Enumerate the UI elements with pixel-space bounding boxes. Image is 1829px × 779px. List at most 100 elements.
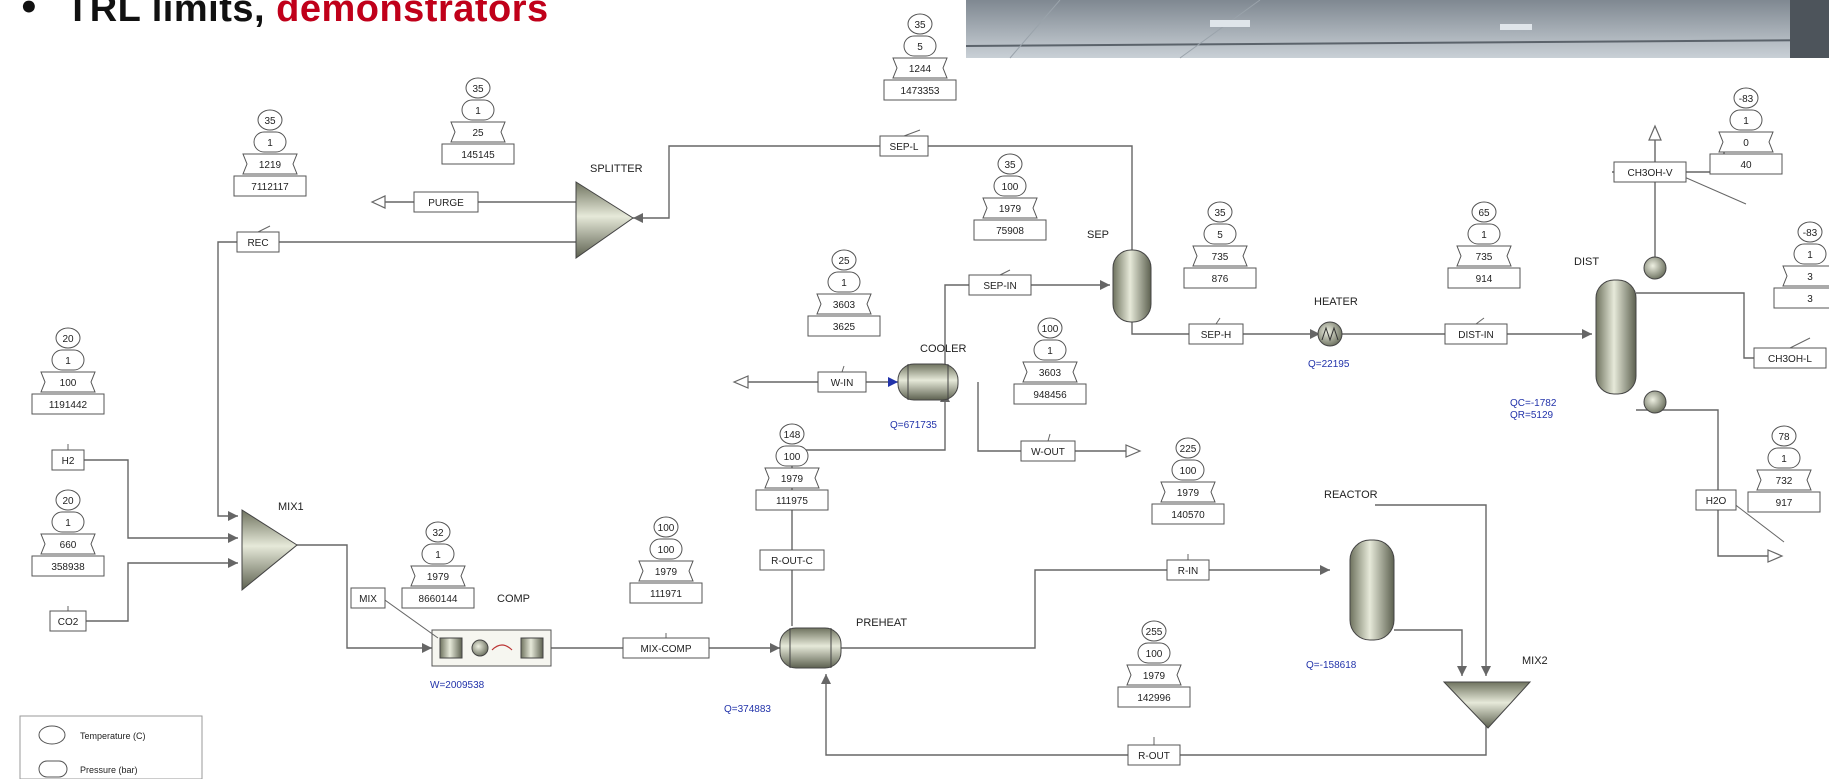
- stream-flow: 100: [60, 378, 77, 389]
- stream-pressure: 1: [65, 356, 71, 367]
- stream-data-r-out: 255 100 1979 142996: [1118, 621, 1190, 707]
- stream-enthalpy: 914: [1476, 274, 1493, 285]
- stream-flow: 3603: [833, 300, 856, 311]
- legend-pressure: Pressure (bar): [80, 765, 138, 775]
- stream-label-text: REC: [247, 238, 268, 249]
- stream-label-text: PURGE: [428, 198, 464, 209]
- stream-label-mix-comp: MIX-COMP: [623, 638, 709, 658]
- stream-pressure: 1: [841, 278, 847, 289]
- stream-label-text: W-IN: [831, 378, 854, 389]
- stream-label-h2: H2: [52, 450, 84, 470]
- stream-pressure: 100: [1180, 466, 1197, 477]
- stream-data-purge: 35125145145: [442, 78, 514, 164]
- stream-data-h2o: 781732917: [1748, 426, 1820, 512]
- stream-enthalpy: 111971: [650, 589, 682, 600]
- stream-flow: 1979: [1177, 488, 1200, 499]
- preheat-label: PREHEAT: [856, 617, 907, 629]
- stream-pressure: 5: [1217, 230, 1223, 241]
- dist-label: DIST: [1574, 256, 1599, 268]
- sep-block: SEP: [1087, 229, 1151, 322]
- stream-label-text: MIX-COMP: [640, 644, 691, 655]
- legend-temperature: Temperature (C): [80, 731, 146, 741]
- stream-enthalpy: 1191442: [49, 400, 88, 411]
- heater-duty: Q=22195: [1308, 359, 1350, 370]
- stream-pressure: 1: [1781, 454, 1787, 465]
- preheat-block: PREHEAT Q=374883: [724, 617, 907, 715]
- stream-enthalpy: 7112117: [251, 182, 289, 193]
- mix1-label: MIX1: [278, 501, 304, 513]
- comp-duty: W=2009538: [430, 680, 485, 691]
- stream-temperature: 25: [838, 256, 850, 267]
- dist-qc: QC=-1782: [1510, 398, 1557, 409]
- stream-temperature: 35: [914, 20, 926, 31]
- stream-pressure: 5: [917, 42, 923, 53]
- stream-flow: 735: [1476, 252, 1493, 263]
- stream-label-sep-in: SEP-IN: [969, 275, 1031, 295]
- stream-r-out: R-OUT 255 100 1979 142996: [1118, 621, 1190, 765]
- stream-enthalpy: 3: [1807, 294, 1813, 305]
- stream-pressure: 1: [435, 550, 441, 561]
- stream-label-text: CH3OH-V: [1627, 168, 1672, 179]
- cooler-block: COOLER Q=671735: [890, 343, 967, 431]
- stream-label-r-out: R-OUT: [1128, 745, 1180, 765]
- stream-label-text: SEP-IN: [983, 281, 1016, 292]
- stream-flow: 1244: [909, 64, 932, 75]
- stream-label-text: R-OUT-C: [771, 556, 813, 567]
- stream-label-text: CH3OH-L: [1768, 354, 1812, 365]
- stream-temperature: 255: [1146, 627, 1163, 638]
- stream-dist-in: DIST-IN 65 1 735 914: [1445, 202, 1520, 344]
- sep-label: SEP: [1087, 229, 1109, 241]
- stream-data-dist-in: 65 1 735 914: [1448, 202, 1520, 288]
- dist-qr: QR=5129: [1510, 410, 1554, 421]
- stream-label-ch3oh-v: CH3OH-V: [1614, 162, 1686, 182]
- stream-flow: 732: [1776, 476, 1793, 487]
- legend-pressure-symbol: [39, 761, 67, 777]
- stream-flow: 735: [1212, 252, 1229, 263]
- stream-pressure: 100: [1146, 649, 1163, 660]
- stream-label-text: W-OUT: [1031, 447, 1065, 458]
- stream-enthalpy: 1473353: [901, 86, 940, 97]
- stream-label-dist-in: DIST-IN: [1445, 324, 1507, 344]
- stream-label-text: MIX: [359, 594, 377, 605]
- stream-flow: 1979: [999, 204, 1022, 215]
- stream-temperature: 32: [432, 528, 444, 539]
- stream-label-ch3oh-l: CH3OH-L: [1754, 348, 1826, 368]
- stream-temperature: 100: [658, 523, 675, 534]
- stream-enthalpy: 3625: [833, 322, 856, 333]
- stream-label-w-out: W-OUT: [1021, 441, 1075, 461]
- cooler-duty: Q=671735: [890, 420, 937, 431]
- stream-pressure: 100: [784, 452, 801, 463]
- stream-temperature: -83: [1803, 228, 1818, 239]
- stream-label-purge: PURGE: [414, 192, 478, 212]
- stream-flow: 1979: [781, 474, 804, 485]
- stream-enthalpy: 145145: [461, 150, 495, 161]
- stream-enthalpy: 358938: [51, 562, 85, 573]
- stream-flow: 3: [1807, 272, 1813, 283]
- stream-label-text: R-IN: [1178, 566, 1199, 577]
- stream-pressure: 100: [1002, 182, 1019, 193]
- stream-data-r-in: 2251001979140570: [1152, 438, 1224, 524]
- stream-pressure: 1: [1481, 230, 1487, 241]
- stream-label-w-in: W-IN: [818, 372, 866, 392]
- stream-temperature: 148: [784, 430, 801, 441]
- preheat-duty: Q=374883: [724, 704, 771, 715]
- stream-h2o: H2O781732917: [1696, 426, 1820, 542]
- stream-data-sep-l: 35 5 1244 1473353: [884, 14, 956, 100]
- stream-sep-l: SEP-L35512441473353: [880, 14, 956, 156]
- stream-enthalpy: 876: [1212, 274, 1229, 285]
- stream-temperature: 65: [1478, 208, 1490, 219]
- stream-label-rec: REC: [237, 232, 279, 252]
- stream-enthalpy: 142996: [1137, 693, 1171, 704]
- cooler-label: COOLER: [920, 343, 967, 355]
- stream-flow: 1979: [1143, 671, 1166, 682]
- stream-data-co2: 201660358938: [32, 490, 104, 576]
- stream-label-text: H2O: [1706, 496, 1727, 507]
